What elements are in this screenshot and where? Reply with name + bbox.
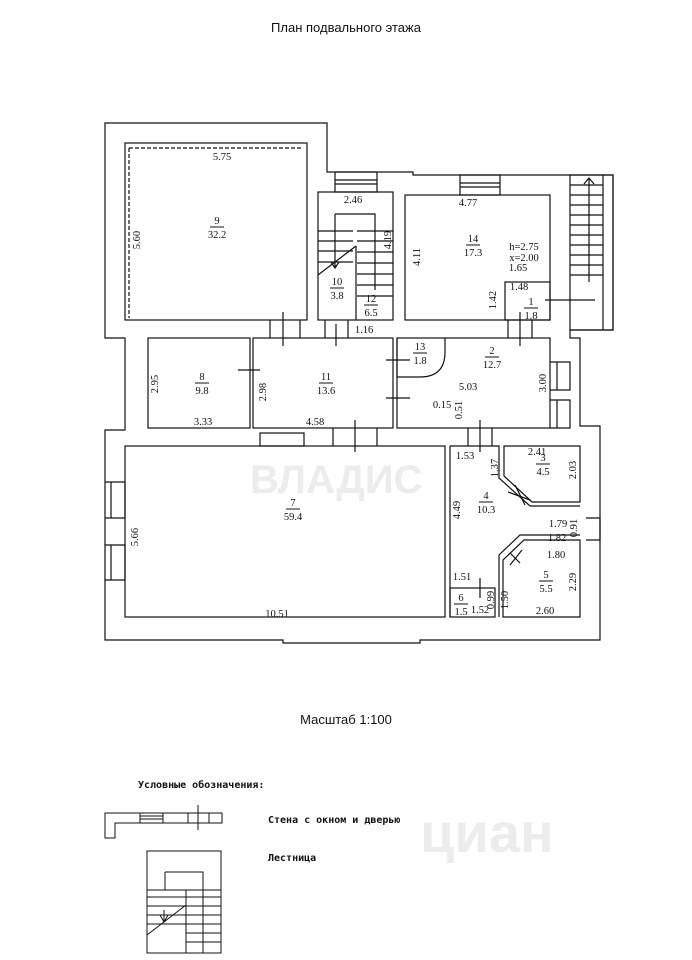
dimension-label: 4.11 xyxy=(412,248,423,266)
dimension-label: 2.41 xyxy=(528,447,546,458)
room-area: 13.6 xyxy=(317,386,335,397)
room-number: 7 xyxy=(290,498,295,509)
dimension-label: 1.16 xyxy=(355,325,373,336)
dimension-label: 2.46 xyxy=(344,195,362,206)
dimension-label: 10.51 xyxy=(265,609,289,620)
room-number: 4 xyxy=(483,491,489,502)
room-number: 14 xyxy=(468,234,479,245)
room-number: 9 xyxy=(214,216,219,227)
dimension-label: 5.75 xyxy=(213,152,231,163)
room-11 xyxy=(252,337,394,429)
ceiling-height: h=2.75 xyxy=(509,242,539,253)
room-number: 5 xyxy=(543,570,548,581)
dimension-label: 1.82 xyxy=(548,533,566,544)
room-area: 1.5 xyxy=(454,607,467,618)
room-9 xyxy=(124,142,308,321)
plan-title: План подвального этажа xyxy=(271,20,421,35)
dimension-label: 3.00 xyxy=(538,374,549,392)
outer-wall xyxy=(104,122,614,644)
dimension-label: 0.15 xyxy=(433,400,451,411)
dimension-label: 5.66 xyxy=(130,528,141,546)
dimension-label: 4.58 xyxy=(306,417,324,428)
room-5 xyxy=(502,539,581,618)
room-number: 2 xyxy=(489,346,494,357)
dimension-label: 2.95 xyxy=(150,375,161,393)
room-note: x=2.00 xyxy=(509,253,539,264)
legend-stair-label: Лестница xyxy=(268,853,317,864)
dimension-label: 4.49 xyxy=(452,501,463,519)
room-area: 12.7 xyxy=(483,360,501,371)
room-number: 1 xyxy=(528,297,533,308)
dimension-label: 2.29 xyxy=(568,573,579,591)
dimension-label: 1.52 xyxy=(471,605,489,616)
room-6 xyxy=(449,587,496,618)
dimension-label: 1.65 xyxy=(509,263,527,274)
room-area: 1.8 xyxy=(413,356,426,367)
dimension-label: 2.98 xyxy=(258,383,269,401)
room-area: 4.5 xyxy=(536,467,549,478)
dimension-label: 1.80 xyxy=(547,550,565,561)
dimension-label: 4.19 xyxy=(383,231,394,249)
watermark-vladis: ВЛАДИС xyxy=(250,458,423,502)
room-number: 3 xyxy=(540,453,545,464)
room-area: 10.3 xyxy=(477,505,495,516)
dimension-label: 5.03 xyxy=(459,382,477,393)
room-number: 10 xyxy=(332,277,343,288)
dimension-label: 3.33 xyxy=(194,417,212,428)
legend-title: Условные обозначения: xyxy=(138,780,265,791)
watermark-cian: циан xyxy=(420,801,554,864)
legend-wall-symbol xyxy=(104,805,223,839)
room-area: 6.5 xyxy=(364,308,377,319)
room-8 xyxy=(147,337,251,429)
scale-label: Масштаб 1:100 xyxy=(300,712,392,727)
room-area: 3.8 xyxy=(330,291,343,302)
room-area: 5.5 xyxy=(539,584,552,595)
dimension-label: 2.60 xyxy=(536,606,554,617)
dimension-label: 1.37 xyxy=(490,459,501,477)
legend-wall-label: Стена с окном и дверью xyxy=(268,815,401,826)
dimension-label: 1.53 xyxy=(456,451,474,462)
room-number: 8 xyxy=(199,372,204,383)
room-number: 6 xyxy=(458,593,463,604)
room-area: 1.8 xyxy=(524,311,537,322)
right-stair xyxy=(569,174,614,331)
dimension-label: 1.50 xyxy=(500,591,511,609)
legend-stair-symbol xyxy=(146,850,222,954)
room-number: 13 xyxy=(415,342,426,353)
room-area: 59.4 xyxy=(284,512,303,523)
room-13 xyxy=(396,338,446,378)
room-number: 11 xyxy=(321,372,331,383)
dimension-label: 1.79 xyxy=(549,519,567,530)
dimension-label: 0.91 xyxy=(569,519,580,537)
room-number: 12 xyxy=(366,294,377,305)
dimension-label: 0.99 xyxy=(486,591,497,609)
room-area: 17.3 xyxy=(464,248,482,259)
dimension-label: 2.03 xyxy=(568,461,579,479)
room-area: 32.2 xyxy=(208,230,226,241)
dimension-label: 5.60 xyxy=(132,231,143,249)
room-area: 9.8 xyxy=(195,386,208,397)
dimension-label: 1.42 xyxy=(488,291,499,309)
dimension-label: 0.51 xyxy=(454,401,465,419)
dimension-label: 1.51 xyxy=(453,572,471,583)
dimension-label: 1.48 xyxy=(510,282,528,293)
room-2 xyxy=(396,337,551,429)
room-1 xyxy=(504,281,551,321)
dimension-label: 4.77 xyxy=(459,198,477,209)
